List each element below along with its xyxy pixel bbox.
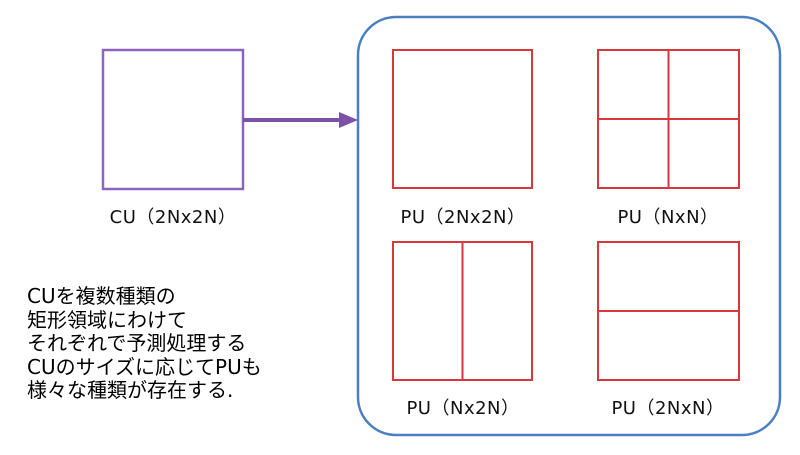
pu-panel-border — [356, 15, 782, 437]
cu-label: CU（2Nx2N） — [109, 207, 237, 228]
pu-NxN-label: PU（NxN） — [617, 207, 719, 228]
pu-Nx2N-shape — [392, 241, 533, 381]
description-line: CUのサイズに応じてPUも — [27, 354, 262, 379]
pu-Nx2N-label: PU（Nx2N） — [406, 398, 520, 419]
description-text: CUを複数種類の 矩形領域にわけて それぞれで予測処理する CUのサイズに応じて… — [27, 284, 262, 403]
pu-2NxN-shape — [597, 241, 740, 381]
description-line: それぞれで予測処理する — [27, 331, 247, 355]
pu-NxN-shape — [597, 49, 740, 189]
description-line: 様々な種類が存在する. — [27, 378, 234, 402]
description-line: CUを複数種類の — [27, 284, 176, 308]
pu-2Nx2N-shape — [392, 49, 533, 189]
pu-2NxN-label: PU（2NxN） — [611, 398, 725, 419]
arrow-head — [339, 112, 358, 128]
cu-square — [101, 48, 245, 191]
description-line: 矩形領域にわけて — [27, 307, 187, 332]
pu-2Nx2N-label: PU（2Nx2N） — [400, 207, 526, 228]
